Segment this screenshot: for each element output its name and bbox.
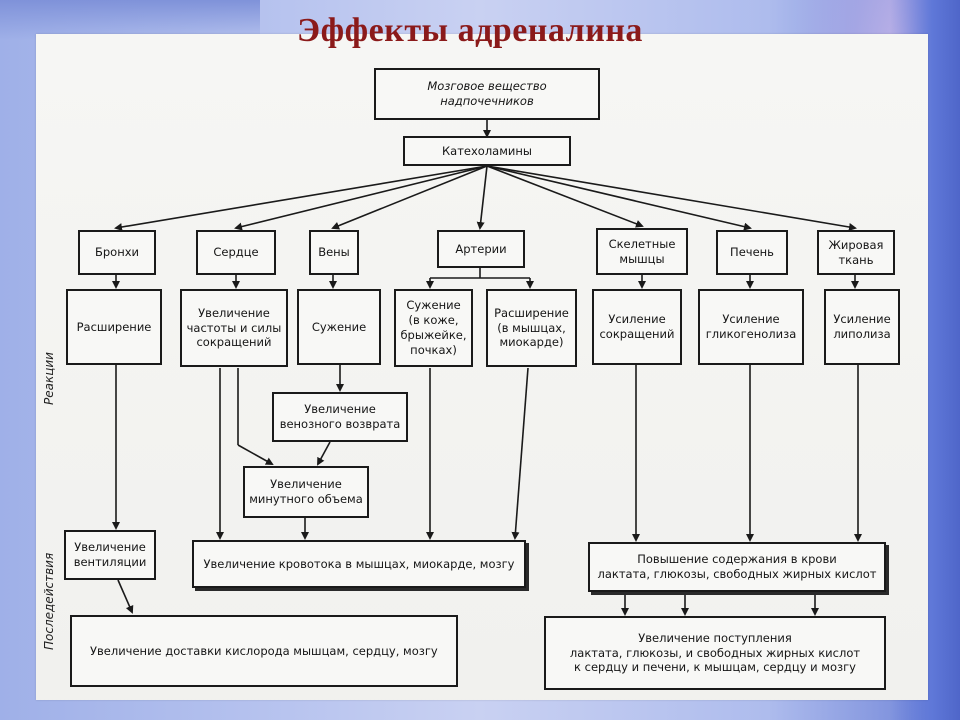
node-artery-dilation: Расширение (в мышцах, миокарде) (486, 289, 577, 367)
node-lipolysis: Усиление липолиза (824, 289, 900, 365)
node-venous-return: Увеличение венозного возврата (272, 392, 408, 442)
node-oxygen-delivery: Увеличение доставки кислорода мышцам, се… (70, 615, 458, 687)
node-arteries: Артерии (437, 230, 525, 268)
node-veins: Вены (309, 230, 359, 275)
node-ventilation: Увеличение вентиляции (64, 530, 156, 580)
node-bronchi-dilation: Расширение (66, 289, 162, 365)
node-fat-tissue: Жировая ткань (817, 230, 895, 275)
node-liver: Печень (716, 230, 788, 275)
node-bronchi: Бронхи (78, 230, 156, 275)
edge-fan (114, 165, 857, 231)
side-label-reactions: Реакции (42, 352, 56, 405)
node-blood-flow: Увеличение кровотока в мышцах, миокарде,… (192, 540, 526, 588)
side-label-aftereffects: Последействия (42, 552, 56, 650)
node-glycogenolysis: Усиление гликогенолиза (698, 289, 804, 365)
node-adrenal-medulla: Мозговое вещество надпочечников (374, 68, 600, 120)
background-decoration (0, 0, 260, 40)
node-vein-constriction: Сужение (297, 289, 381, 365)
node-catecholamines: Катехоламины (403, 136, 571, 166)
node-blood-content: Повышение содержания в крови лактата, гл… (588, 542, 886, 592)
node-heart: Сердце (196, 230, 276, 275)
node-skeletal-muscles: Скелетные мышцы (596, 228, 688, 275)
node-artery-constriction: Сужение (в коже, брыжейке, почках) (394, 289, 473, 367)
node-heart-rate-increase: Увеличение частоты и силы сокращений (180, 289, 288, 367)
node-contraction-increase: Усиление сокращений (592, 289, 682, 365)
node-supply-increase: Увеличение поступления лактата, глюкозы,… (544, 616, 886, 690)
slide-title: Эффекты адреналина (297, 12, 643, 49)
node-minute-volume: Увеличение минутного объема (243, 466, 369, 518)
